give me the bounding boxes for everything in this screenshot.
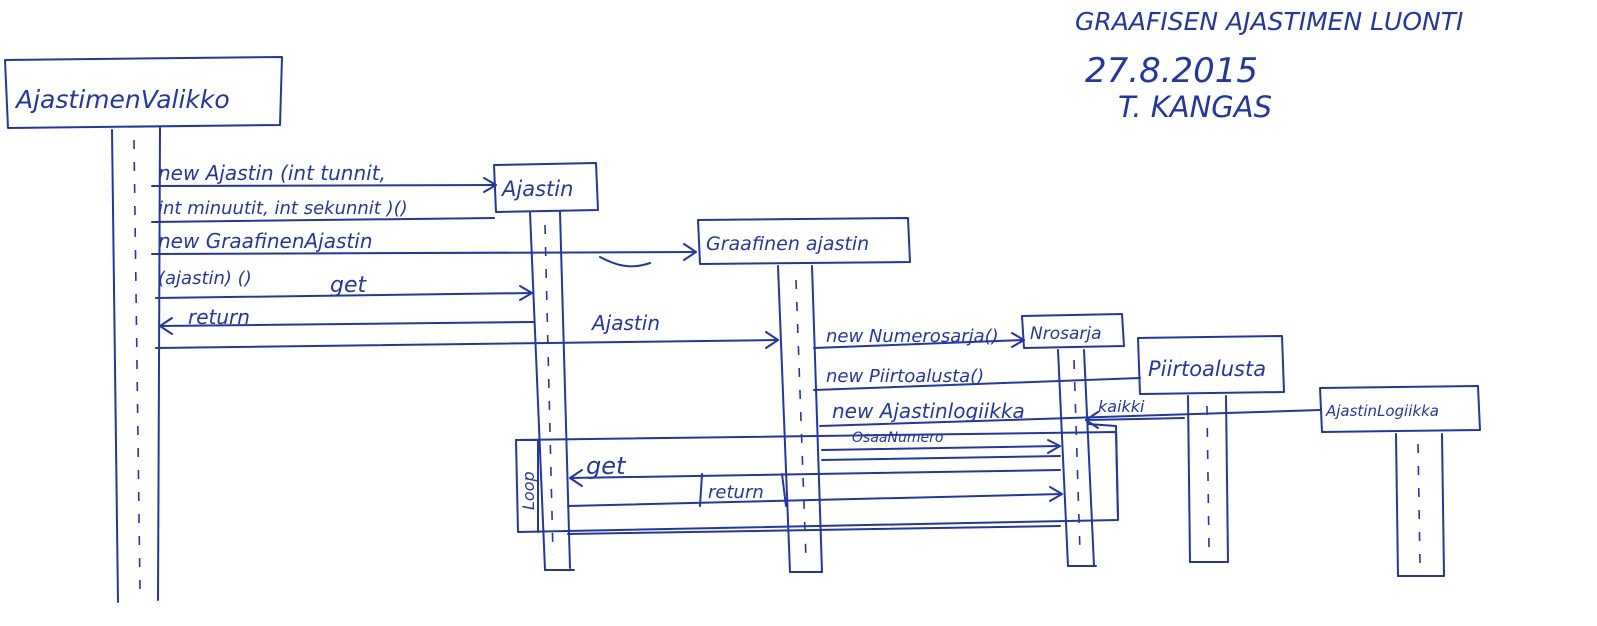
message-label-ajastin: Ajastin	[590, 311, 660, 335]
participant-numerosarja: Nrosarja	[1021, 313, 1125, 567]
diagram-date: 27.8.2015	[1085, 51, 1258, 91]
participant-ajastin: Ajastin	[493, 162, 599, 571]
message-label-kaikki: kaikki	[1098, 397, 1145, 416]
participant-label-ajastin: Ajastin	[500, 177, 573, 201]
diagram-author: T. KANGAS	[1118, 90, 1272, 124]
participant-label-logiikka: AjastinLogiikka	[1325, 402, 1439, 420]
message-new-numerosarja: new Numerosarja()	[813, 326, 1025, 349]
participant-label-numerosarja: Nrosarja	[1030, 324, 1102, 344]
participant-ajastimenvalikko: AjastimenValikko	[4, 56, 283, 603]
message-label-new-ajastin-2: int minuutit, int sekunnit )()	[158, 198, 408, 219]
message-loop-get: get	[569, 452, 1061, 487]
message-kaikki: kaikki	[1085, 397, 1185, 517]
message-loop-return: return	[567, 473, 1063, 507]
message-get-ajastin: get	[155, 273, 533, 301]
message-new-piirtoalusta: new Piirtoalusta()	[813, 366, 1141, 391]
loop-fragment: Loop	[515, 431, 1119, 533]
loop-label: Loop	[519, 471, 538, 510]
participant-graafinen-ajastin: Graafinen ajastin	[697, 217, 911, 573]
message-label-new-piirtoalusta: new Piirtoalusta()	[826, 366, 984, 387]
message-label-new-logiikka: new Ajastinlogiikka	[832, 399, 1025, 423]
message-label-loop-get: get	[586, 452, 627, 480]
message-new-ajastin: new Ajastin (int tunnit, int minuutit, i…	[151, 161, 497, 223]
participant-label-graafinen: Graafinen ajastin	[706, 233, 869, 255]
header: GRAAFISEN AJASTIMEN LUONTI 27.8.2015 T. …	[1075, 7, 1463, 124]
message-label-osaanumero: OsaaNumero	[852, 430, 943, 446]
participant-ajastinlogiikka: AjastinLogiikka	[1319, 385, 1481, 577]
participant-label-piirtoalusta: Piirtoalusta	[1148, 357, 1266, 381]
message-label-new-graafinen-2: (ajastin) ()	[158, 268, 252, 289]
message-osaanumero: OsaaNumero	[821, 430, 1061, 461]
participant-label-valikko: AjastimenValikko	[14, 85, 230, 114]
message-ajastin-to-graafinen: Ajastin	[155, 311, 779, 349]
message-label-loop-return: return	[708, 482, 764, 503]
message-label-new-ajastin-1: new Ajastin (int tunnit,	[158, 161, 386, 185]
message-return-ajastin: return	[159, 305, 535, 335]
diagram-title: GRAAFISEN AJASTIMEN LUONTI	[1075, 7, 1463, 36]
message-label-get: get	[330, 273, 368, 298]
message-new-logiikka: new Ajastinlogiikka	[819, 399, 1321, 427]
participant-piirtoalusta: Piirtoalusta	[1137, 335, 1285, 563]
message-new-graafinen: new GraafinenAjastin (ajastin) ()	[151, 229, 697, 289]
loop-closing-lines	[567, 525, 1061, 535]
message-label-new-graafinen-1: new GraafinenAjastin	[158, 229, 373, 253]
